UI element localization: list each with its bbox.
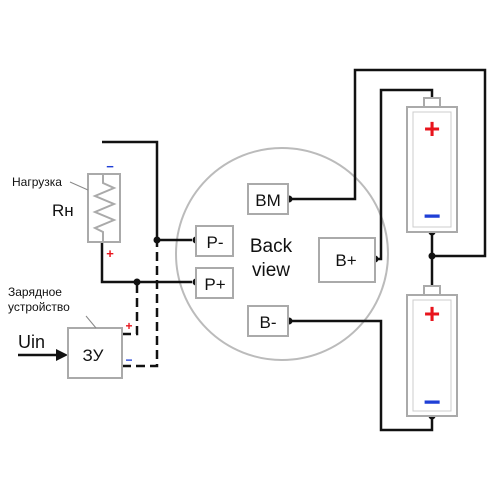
battery-top-plus-sign: + <box>424 113 440 144</box>
pad-b-minus-label: B- <box>260 313 277 332</box>
battery-top: + − <box>406 97 458 233</box>
load-symbol: Rн <box>52 201 74 220</box>
junction-p-minus <box>153 236 161 244</box>
charger-plus-sign: + <box>125 319 132 333</box>
charger-box <box>67 327 123 379</box>
junction-series-mid <box>428 252 436 260</box>
wire-b-minus <box>290 319 434 432</box>
load-caption-pointer <box>69 181 89 191</box>
charger-wires <box>122 240 159 368</box>
board-title-line2: view <box>252 260 290 281</box>
battery-bottom: + − <box>406 285 458 419</box>
load-caption: Нагрузка <box>12 175 62 189</box>
wire-b-plus <box>376 88 434 261</box>
battery-bottom-plus-sign: + <box>424 298 440 329</box>
load-minus-sign: − <box>106 159 114 174</box>
charger-symbol: ЗУ <box>83 346 104 365</box>
pad-p-plus <box>195 267 234 299</box>
junction-p-plus <box>133 278 141 286</box>
charger-minus-sign: − <box>125 353 132 367</box>
board-pads <box>195 183 376 337</box>
resistor-zigzag <box>92 174 117 242</box>
battery-top-body <box>406 106 458 233</box>
pad-p-plus-label: P+ <box>204 275 225 294</box>
board-title-line1: Back <box>250 236 293 257</box>
wire-bm <box>290 68 487 258</box>
battery-top-inner <box>412 111 452 228</box>
pad-p-minus-label: P- <box>207 233 224 252</box>
battery-top-minus-sign: − <box>423 200 441 233</box>
battery-bottom-minus-sign: − <box>423 386 441 419</box>
wires <box>18 68 487 432</box>
battery-bottom-inner <box>412 299 452 412</box>
wire-load-minus <box>102 140 192 242</box>
pad-p-minus <box>195 225 234 257</box>
pad-bm-label: BM <box>255 191 281 210</box>
board-outline <box>175 147 389 361</box>
pad-b-minus <box>247 305 289 337</box>
uin-arrowhead <box>56 349 68 361</box>
battery-bottom-cap <box>423 285 441 296</box>
wire-load-plus <box>100 243 192 284</box>
pad-b-plus-label: B+ <box>335 251 356 270</box>
wire-charger-minus <box>122 240 159 368</box>
wire-charger-plus <box>122 282 139 336</box>
load-plus-sign: + <box>106 246 114 261</box>
battery-bottom-body <box>406 294 458 417</box>
charger-input-label: Uin <box>18 332 45 352</box>
pad-bm <box>247 183 289 215</box>
battery-top-cap <box>423 97 441 108</box>
pad-b-plus <box>318 237 376 283</box>
charger-caption-line1: Зарядное <box>8 285 62 299</box>
charger-caption-line2: устройство <box>8 300 70 314</box>
charger-caption-pointer <box>85 315 97 329</box>
